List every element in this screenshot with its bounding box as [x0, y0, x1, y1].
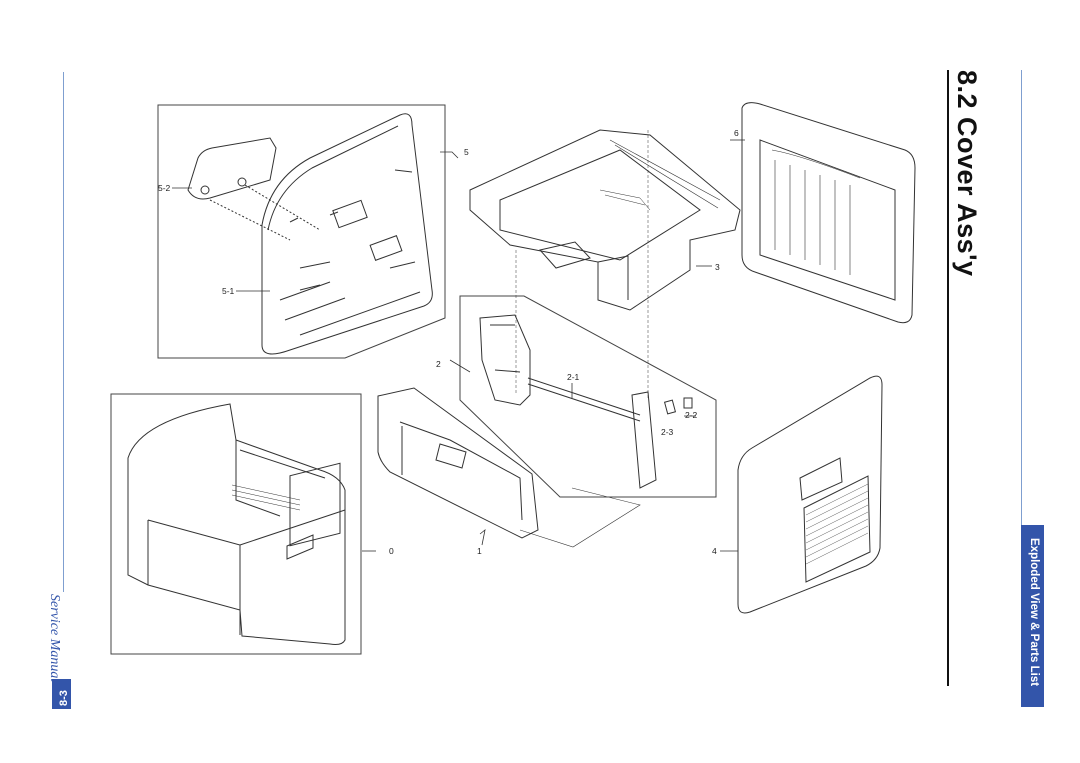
callout-2-3: 2-3 [661, 427, 674, 437]
callout-0: 0 [389, 546, 394, 556]
part-3-frame [469, 129, 741, 311]
detail-frame-2 [459, 295, 717, 498]
part-5-2 [187, 137, 277, 200]
part-2-2 [663, 399, 677, 415]
part-2-bracket [479, 314, 531, 406]
callout-2-1: 2-1 [567, 372, 580, 382]
detail-frame-5 [157, 104, 446, 359]
part-6-rear-cover [741, 102, 916, 324]
part-1-front-cover [377, 387, 539, 539]
part-2-1-shaft [527, 377, 641, 422]
detail-frame-0 [110, 393, 362, 655]
left-guide-line [63, 72, 64, 592]
callout-1: 1 [477, 546, 482, 556]
part-5-cover [261, 113, 433, 355]
callout-4: 4 [712, 546, 717, 556]
right-guide-line [1021, 70, 1022, 525]
callout-2: 2 [436, 359, 441, 369]
title-rule [947, 70, 949, 686]
callout-5: 5 [464, 147, 469, 157]
callout-6: 6 [734, 128, 739, 138]
callout-5-1: 5-1 [222, 286, 235, 296]
section-tab [1021, 525, 1044, 707]
part-2-3-bracket [631, 391, 657, 489]
part-0-assembly [127, 403, 346, 645]
callout-3: 3 [715, 262, 720, 272]
callout-2-2: 2-2 [685, 410, 698, 420]
callout-5-2: 5-2 [158, 183, 171, 193]
page-number-tab [52, 679, 71, 709]
part-4-side-cover [737, 375, 883, 614]
